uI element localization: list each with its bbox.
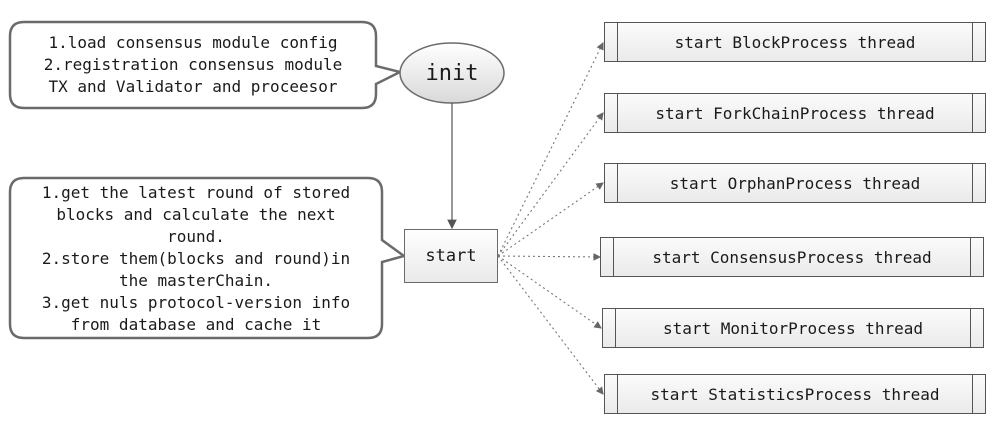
thread-consensus-process: start ConsensusProcess thread xyxy=(600,237,984,277)
thread-block-process: start BlockProcess thread xyxy=(604,22,986,62)
init-node: init xyxy=(425,60,479,86)
start-node: start xyxy=(404,229,498,283)
thread-label: start MonitorProcess thread xyxy=(662,318,924,338)
thread-label: start ForkChainProcess thread xyxy=(655,103,935,123)
thread-monitor-process: start MonitorProcess thread xyxy=(602,308,984,348)
thread-connectors xyxy=(497,42,604,395)
start-callout-text: 1.get the latest round of stored blocks … xyxy=(41,183,351,334)
init-callout-bubble xyxy=(8,20,404,110)
init-callout-text: 1.load consensus module config 2.registr… xyxy=(43,33,343,96)
start-callout-bubble xyxy=(8,176,407,340)
thread-statistics-process: start StatisticsProcess thread xyxy=(604,374,986,414)
thread-label: start StatisticsProcess thread xyxy=(650,384,940,404)
thread-fork-chain-process: start ForkChainProcess thread xyxy=(604,93,986,133)
thread-label: start ConsensusProcess thread xyxy=(652,247,932,267)
thread-label: start BlockProcess thread xyxy=(674,32,916,52)
thread-label: start OrphanProcess thread xyxy=(669,173,921,193)
thread-orphan-process: start OrphanProcess thread xyxy=(604,163,986,203)
